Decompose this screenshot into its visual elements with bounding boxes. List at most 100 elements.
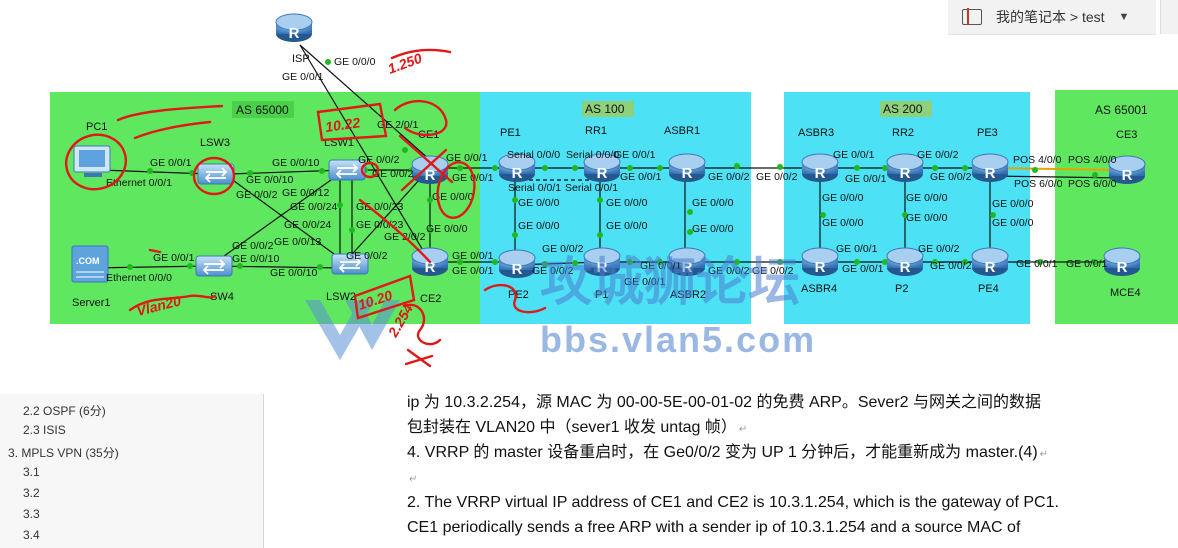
port-label: GE 0/0/1	[153, 252, 195, 264]
watermark-cn: 攻城狮论坛	[540, 254, 800, 312]
pe4-router	[971, 247, 1009, 277]
port-label: GE 0/0/2	[917, 149, 959, 161]
port-label: GE 0/0/0	[692, 223, 734, 235]
paragraph-mark: ↵	[1039, 449, 1049, 460]
toc-item[interactable]: 3.3	[23, 507, 40, 521]
port-label: GE 0/0/1	[1016, 258, 1058, 270]
port-label: GE 0/0/0	[432, 191, 474, 203]
asbr1-label: ASBR1	[664, 125, 700, 137]
port-label: GE 0/0/13	[274, 236, 321, 248]
port-label: GE 0/0/2	[752, 265, 794, 277]
port-label: GE 0/0/1	[833, 149, 875, 161]
asbr2-label: ASBR2	[670, 289, 706, 301]
port-label: GE 0/0/2	[930, 260, 972, 272]
port-label: Serial 0/0/1	[508, 182, 561, 194]
port-label: Serial 0/0/0	[507, 149, 560, 161]
port-label: GE 0/0/0	[822, 217, 864, 229]
server1-label: Server1	[72, 297, 111, 309]
red-annotations	[64, 48, 547, 368]
notebook-selector[interactable]: 我的笔记本 > test ▼	[948, 0, 1156, 35]
pe2-label: PE2	[508, 289, 529, 301]
port-label: GE 0/0/1	[614, 149, 656, 161]
port-label: GE 0/0/23	[356, 201, 403, 213]
port-label: GE 2/0/1	[377, 119, 419, 131]
port-label: GE 0/0/2	[346, 250, 388, 262]
toc-item[interactable]: 3.2	[23, 486, 40, 500]
port-label: GE 0/0/0	[992, 198, 1034, 210]
port-label: GE 0/0/0	[518, 220, 560, 232]
doc-line: ip 为 10.3.2.254，源 MAC 为 00-00-5E-00-01-0…	[407, 394, 1041, 411]
port-label: GE 0/0/2	[708, 171, 750, 183]
watermark-url: bbs.vlan5.com	[540, 319, 816, 360]
pe3-router	[971, 153, 1009, 183]
port-label: GE 0/0/1	[452, 250, 494, 262]
doc-line: 2. The VRRP virtual IP address of CE1 an…	[407, 494, 1059, 511]
port-label: GE 0/0/1	[640, 260, 682, 272]
port-label: GE 0/0/2	[930, 171, 972, 183]
toolbar-edge	[1160, 0, 1178, 34]
ce1-router	[411, 155, 449, 185]
port-label: GE 0/0/0	[518, 197, 560, 209]
toc-item[interactable]: 3.1	[23, 465, 40, 479]
toc-sidebar: 2.2 OSPF (6分) 2.3 ISIS 3. MPLS VPN (35分)…	[0, 394, 264, 548]
pc1-device	[73, 145, 111, 177]
pe1-label: PE1	[500, 127, 521, 139]
toc-item[interactable]: 2.2 OSPF (6分)	[23, 404, 106, 418]
port-label: Ethernet 0/0/1	[106, 177, 172, 189]
port-label: Serial 0/0/0	[566, 149, 619, 161]
pe3-label: PE3	[977, 127, 998, 139]
port-label: GE 0/0/23	[356, 219, 403, 231]
port-label: GE 0/0/1	[836, 243, 878, 255]
port-label: POS 6/0/0	[1014, 178, 1063, 190]
as200-label: AS 200	[883, 102, 923, 116]
p2-label: P2	[895, 283, 908, 295]
port-label: GE 0/0/10	[272, 157, 319, 169]
as65001-region	[1055, 90, 1178, 324]
watermark: 攻城狮论坛 bbs.vlan5.com	[305, 254, 816, 360]
port-label: GE 0/0/0	[822, 192, 864, 204]
notebook-icon	[962, 8, 982, 25]
isp-router	[275, 13, 313, 43]
isp-label: ISP	[292, 53, 310, 65]
port-label: GE 0/0/0	[606, 220, 648, 232]
server1-device: .COM	[71, 245, 109, 283]
port-label: GE 0/0/2	[542, 243, 584, 255]
red-note: 1.250	[386, 50, 425, 77]
port-label: GE 0/0/2	[918, 243, 960, 255]
port-label: GE 0/0/0	[334, 56, 376, 68]
port-label: GE 0/0/0	[906, 212, 948, 224]
port-label: GE 0/0/24	[290, 201, 337, 213]
pe4-label: PE4	[978, 283, 999, 295]
link-status-dots	[127, 59, 1098, 270]
port-label: GE 0/0/1	[842, 263, 884, 275]
lsw3-label: LSW3	[200, 137, 230, 149]
paragraph-mark: ↵	[738, 424, 748, 435]
port-label: GE 0/0/0	[426, 223, 468, 235]
port-label: GE 0/0/1	[1066, 258, 1108, 270]
red-note: 10.22	[324, 114, 361, 135]
sw4-switch	[195, 255, 233, 277]
port-label: GE 0/0/2	[756, 171, 798, 183]
port-label: GE 0/0/1	[282, 71, 324, 83]
toc-item[interactable]: 2.3 ISIS	[23, 423, 66, 437]
paragraph-mark: ↵	[409, 474, 418, 485]
port-label: GE 0/0/10	[270, 267, 317, 279]
as200-region	[784, 92, 1030, 324]
ce2-label: CE2	[420, 293, 441, 305]
toc-item[interactable]: 3.4	[23, 528, 40, 542]
asbr4-label: ASBR4	[801, 283, 837, 295]
rr2-label: RR2	[892, 127, 914, 139]
ce3-label: CE3	[1116, 129, 1137, 141]
port-label: Ethernet 0/0/0	[106, 272, 172, 284]
as100-label: AS 100	[585, 102, 625, 116]
chevron-down-icon[interactable]: ▼	[1118, 11, 1130, 23]
port-label: GE 0/0/2	[372, 168, 414, 180]
toc-item[interactable]: 3. MPLS VPN (35分)	[8, 446, 119, 460]
asbr4-router	[801, 247, 839, 277]
doc-line: ↵	[407, 465, 1087, 492]
mce4-label: MCE4	[1110, 287, 1141, 299]
port-label: GE 0/0/0	[606, 197, 648, 209]
port-label: GE 0/0/0	[692, 197, 734, 209]
port-label: GE 0/0/1	[452, 265, 494, 277]
port-label: GE 0/0/1	[446, 152, 488, 164]
